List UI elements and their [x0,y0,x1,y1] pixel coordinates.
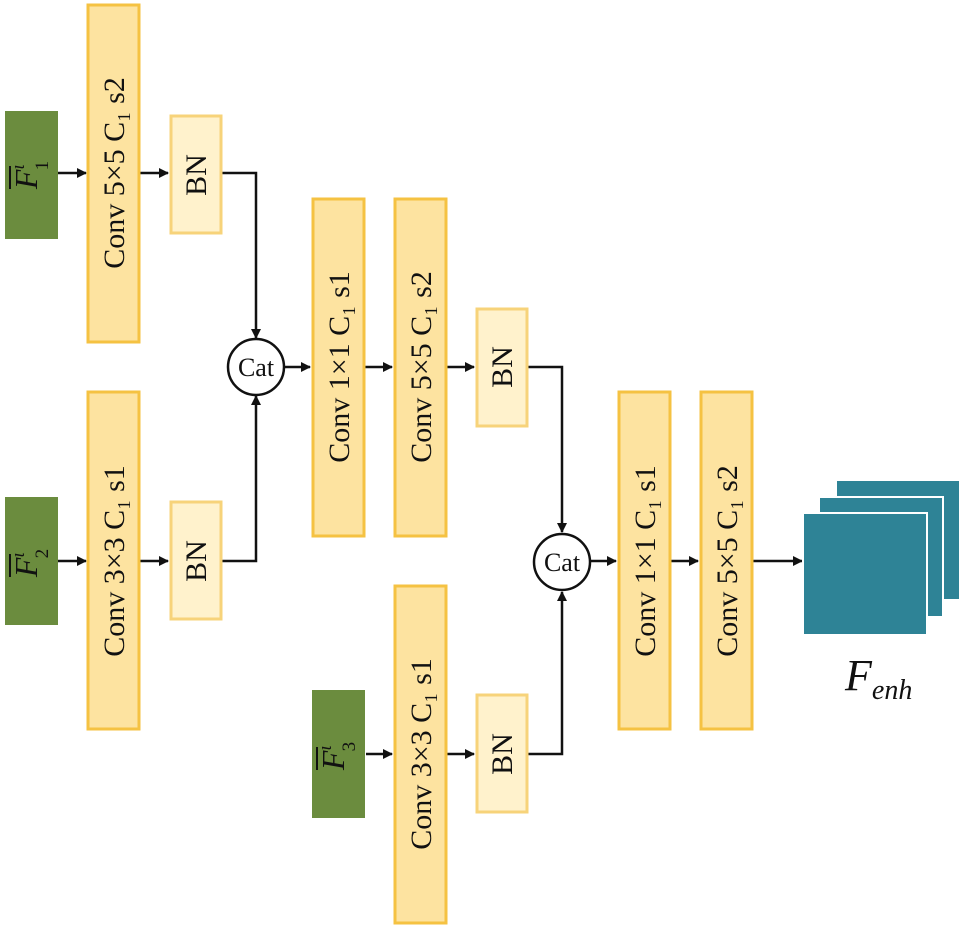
svg-text:Fι2: Fι2 [8,549,53,578]
stage2-conv1-label: Conv 1×1 C₁ s1 [323,271,356,463]
branch2-conv-label: Conv 3×3 C₁ s1 [98,465,131,657]
stage2-bn-block: BN [475,307,529,428]
stage3-conv1-block: Conv 1×1 C₁ s1 [617,390,672,731]
output-sub: enh [872,675,912,706]
connectors [58,168,803,759]
stage3-conv2-block: Conv 5×5 C₁ s2 [699,390,754,731]
branch1-bn-block: BN [169,114,223,235]
arrow-bn3-to-cat2 [528,591,567,756]
stage2-conv2-block: Conv 5×5 C₁ s2 [393,197,448,538]
branch3-conv-label: Conv 3×3 C₁ s1 [405,658,438,850]
input-f2-super: ι [8,552,29,557]
input-f2-symbol: F [8,557,44,578]
branch2-bn-label: BN [180,540,213,582]
svg-text:Fι3: Fι3 [315,742,360,771]
arrow-bn2-to-cat1 [222,395,261,563]
branch3-conv-block: Conv 3×3 C₁ s1 [393,584,448,925]
stage2-conv1-block: Conv 1×1 C₁ s1 [311,197,366,538]
cat2-node: Cat [532,532,592,592]
output-feature-maps [802,479,961,636]
input-f1-super: ι [8,164,29,169]
stage2-bn-label: BN [486,346,519,388]
svg-text:Fι1: Fι1 [8,161,53,190]
input-f1-sub: 1 [32,161,53,171]
output-label: Fenh [844,651,912,706]
input-f3-symbol: F [315,750,351,771]
arrow-bn-stage2-to-cat2 [528,365,567,533]
branch2-conv-block: Conv 3×3 C₁ s1 [86,390,141,731]
branch1-bn-label: BN [180,154,213,196]
arrow-bn1-to-cat1 [222,171,261,339]
stage2-conv2-label: Conv 5×5 C₁ s2 [405,271,438,463]
input-f2-sub: 2 [32,549,53,559]
stage3-conv2-label: Conv 5×5 C₁ s2 [711,465,744,657]
input-f3-super: ι [315,745,336,750]
branch2-bn-block: BN [169,500,223,621]
stage3-conv1-label: Conv 1×1 C₁ s1 [629,465,662,657]
input-f1-symbol: F [8,169,44,190]
cat2-label: Cat [544,548,581,577]
input-f3-sub: 3 [339,742,360,752]
cat1-label: Cat [238,353,275,382]
output-symbol: F [844,651,873,700]
cat1-node: Cat [226,337,286,397]
branch1-conv-block: Conv 5×5 C₁ s2 [86,3,141,344]
branch1-conv-label: Conv 5×5 C₁ s2 [98,77,131,269]
branch3-bn-block: BN [475,693,529,814]
branch3-bn-label: BN [486,733,519,775]
